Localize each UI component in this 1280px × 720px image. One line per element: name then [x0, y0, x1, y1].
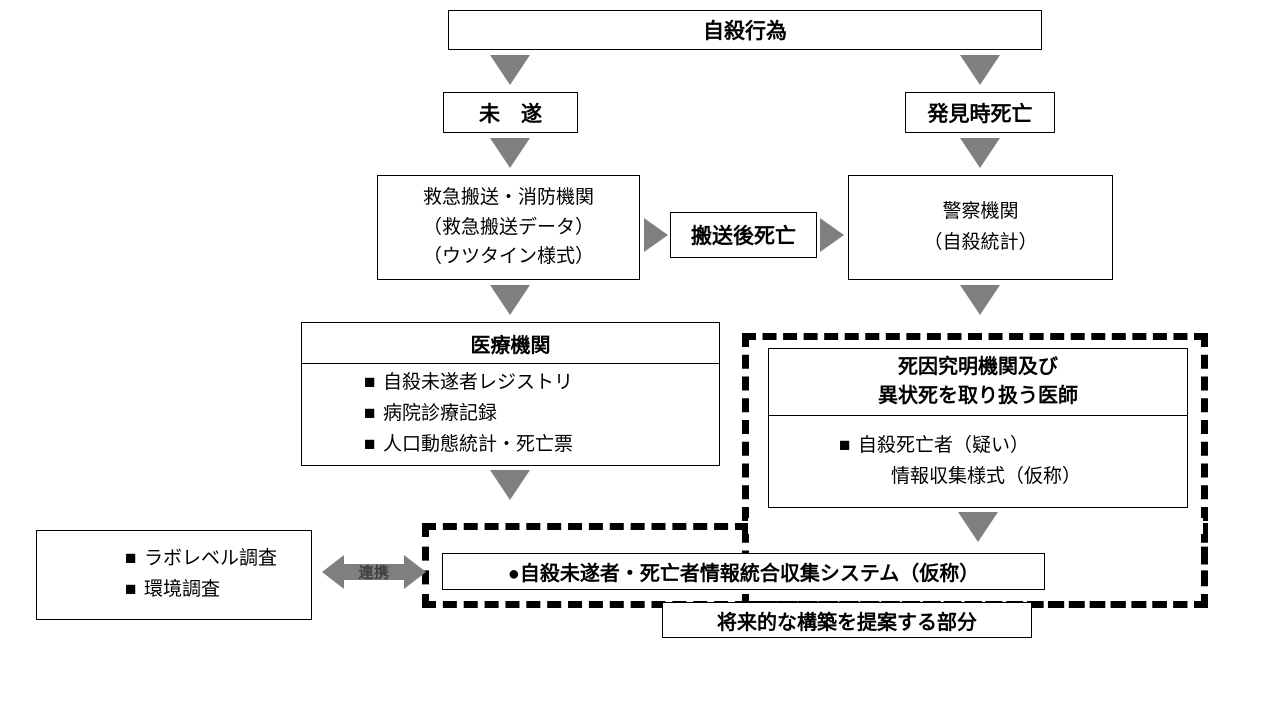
arrow-down-to-ems [490, 138, 530, 168]
node-attempted-suicide: 未 遂 [443, 92, 578, 133]
list-item-label: 環境調査 [144, 579, 221, 600]
list-item: ■ 自殺死亡者（疑い） [839, 431, 1187, 462]
node-death-cause-investigation: 死因究明機関及び 異状死を取り扱う医師 ■ 自殺死亡者（疑い） 情報収集様式（仮称… [768, 348, 1188, 508]
arrow-coordination-label: 連携 [358, 564, 390, 582]
caption-future-proposal-label: 将来的な構築を提案する部分 [717, 611, 977, 634]
node-post-transport-death-label: 搬送後死亡 [691, 225, 796, 248]
node-emergency-transport-line1: 救急搬送・消防機関 [422, 187, 594, 209]
square-bullet-icon: ■ [364, 403, 376, 425]
square-bullet-icon: ■ [125, 548, 137, 570]
list-item-label: 病院診療記録 [383, 403, 498, 425]
list-item-label: 自殺未遂者レジストリ [383, 372, 574, 394]
arrow-down-to-police [960, 138, 1000, 168]
node-medical-institution-bullet-list: ■ 自殺未遂者レジストリ ■ 病院診療記録 ■ 人口動態統計・死亡票 [364, 368, 719, 460]
arrow-down-police-to-death-cause [960, 285, 1000, 315]
arrow-down-to-found-dead [960, 55, 1000, 85]
list-item: ■ 環境調査 [125, 575, 277, 606]
node-attempted-suicide-label: 未 遂 [479, 102, 542, 126]
square-bullet-icon: ■ [364, 372, 376, 394]
node-post-transport-death: 搬送後死亡 [670, 212, 817, 258]
node-found-dead: 発見時死亡 [905, 92, 1055, 133]
square-bullet-icon: ■ [125, 579, 137, 600]
caption-future-proposal: 将来的な構築を提案する部分 [662, 602, 1032, 638]
arrow-coordination-bidirectional: 連携 [322, 551, 426, 593]
node-death-cause-divider [769, 415, 1187, 416]
arrow-down-death-cause-to-system [958, 512, 998, 542]
node-field-surveys: ■ ラボレベル調査 ■ 環境調査 [36, 530, 312, 620]
node-integrated-collection-system-label: ●自殺未遂者・死亡者情報統合収集システム（仮称） [507, 563, 980, 585]
arrow-right-post-transport-to-police [820, 218, 844, 252]
square-bullet-icon: ■ [839, 434, 851, 456]
node-medical-institution: 医療機関 ■ 自殺未遂者レジストリ ■ 病院診療記録 ■ 人口動態統計・死亡票 [301, 322, 720, 466]
arrow-right-ems-to-post-transport [644, 218, 668, 252]
list-item: ■ 人口動態統計・死亡票 [364, 430, 719, 461]
node-death-cause-body: ■ 自殺死亡者（疑い） 情報収集様式（仮称） [769, 416, 1187, 507]
node-field-surveys-bullet-list: ■ ラボレベル調査 ■ 環境調査 [125, 544, 277, 606]
arrow-down-to-attempt [490, 55, 530, 85]
node-death-cause-title-line1: 死因究明機関及び [898, 356, 1058, 378]
list-item-continuation: 情報収集様式（仮称） [839, 462, 1187, 493]
list-item-label: 自殺死亡者（疑い） [858, 434, 1030, 456]
node-emergency-transport: 救急搬送・消防機関 （救急搬送データ） （ウツタイン様式） [377, 175, 640, 280]
node-integrated-collection-system: ●自殺未遂者・死亡者情報統合収集システム（仮称） [442, 553, 1045, 590]
list-item: ■ 自殺未遂者レジストリ [364, 368, 719, 399]
arrow-down-medical-to-system [490, 470, 530, 500]
node-suicidal-behavior-label: 自殺行為 [703, 20, 787, 43]
node-medical-institution-title-area: 医療機関 [302, 323, 719, 363]
node-medical-institution-title: 医療機関 [470, 334, 551, 357]
node-death-cause-title-line2: 異状死を取り扱う医師 [878, 385, 1078, 407]
node-medical-institution-divider [302, 363, 719, 364]
node-police-line1: 警察機関 [942, 201, 1019, 223]
arrow-down-to-medical [490, 285, 530, 315]
node-emergency-transport-line2: （救急搬送データ） [422, 216, 594, 238]
node-found-dead-label: 発見時死亡 [927, 102, 1033, 126]
node-police: 警察機関 （自殺統計） [848, 175, 1113, 280]
list-item-label: ラボレベル調査 [144, 548, 278, 570]
bidirectional-arrow-icon [322, 555, 426, 589]
list-item: ■ ラボレベル調査 [125, 544, 277, 575]
node-death-cause-title-area: 死因究明機関及び 異状死を取り扱う医師 [769, 349, 1187, 415]
node-death-cause-bullet-list: ■ 自殺死亡者（疑い） 情報収集様式（仮称） [839, 431, 1187, 493]
node-emergency-transport-line3: （ウツタイン様式） [422, 246, 594, 268]
node-police-line2: （自殺統計） [923, 231, 1038, 253]
list-item-label: 人口動態統計・死亡票 [383, 433, 574, 455]
list-item: ■ 病院診療記録 [364, 399, 719, 430]
node-medical-institution-body: ■ 自殺未遂者レジストリ ■ 病院診療記録 ■ 人口動態統計・死亡票 [302, 364, 719, 465]
list-item-continuation-label: 情報収集様式（仮称） [891, 465, 1082, 487]
node-suicidal-behavior: 自殺行為 [448, 10, 1042, 50]
square-bullet-icon: ■ [364, 433, 376, 455]
